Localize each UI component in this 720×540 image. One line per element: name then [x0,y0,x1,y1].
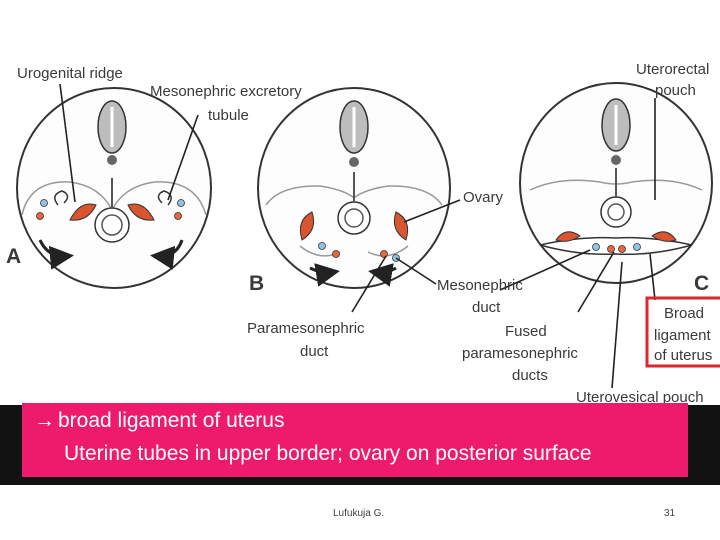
label-fused-line3: ducts [512,367,548,384]
label-mesonephric-duct-line2: duct [472,299,501,316]
label-ovary: Ovary [463,189,504,206]
label-mesonephric-tubule-line2: tubule [208,107,249,124]
label-paramesonephric-line2: duct [300,343,329,360]
label-urogenital-ridge: Urogenital ridge [17,65,123,82]
footer-author: Lufukuja G. [333,508,385,519]
label-mesonephric-tubule-line1: Mesonephric excretory [150,83,302,100]
panel-letter-a: A [6,245,21,268]
page-number: 31 [664,508,676,519]
panel-letter-b: B [249,272,264,295]
label-fused-line1: Fused [505,323,547,340]
highlight-note-box [22,403,688,477]
note-bullet-text: broad ligament of uterus [58,409,285,432]
broad-ligament-highlight-box [645,296,720,368]
label-fused-line2: paramesonephric [462,345,578,362]
label-paramesonephric-line1: Paramesonephric [247,320,365,337]
embryology-diagram: Urogenital ridge Mesonephric excretory t… [6,61,720,405]
leader-lines [59,83,656,389]
label-uterorectal-line1: Uterorectal [636,61,709,78]
label-broad-ligament-line1: Broad [664,305,704,322]
panel-b-cross-section [257,87,451,289]
label-uterorectal-line2: pouch [655,82,696,99]
note-bullet: →broad ligament of uterus [34,409,284,433]
note-subline: Uterine tubes in upper border; ovary on … [64,442,592,465]
panel-c-cross-section [519,82,713,284]
label-broad-ligament-line2: ligament [654,327,712,344]
panel-letter-c: C [694,272,709,295]
panel-a-cross-section [16,87,212,289]
label-broad-ligament-line3: of uterus [654,347,712,364]
label-mesonephric-duct-line1: Mesonephric [437,277,523,294]
right-arrow-icon: → [34,409,55,432]
label-uterovesical-pouch: Uterovesical pouch [576,389,704,405]
